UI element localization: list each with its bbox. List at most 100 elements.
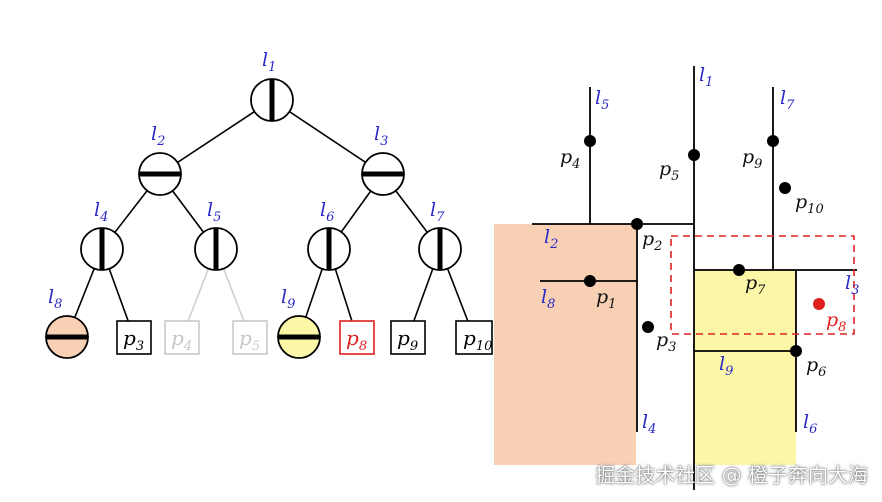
leaf-box	[455, 320, 493, 355]
point-dot	[688, 149, 700, 161]
tree-node-label-l1-letter: l	[262, 49, 268, 71]
plane-point-label-p6-subscript: 6	[818, 365, 826, 380]
plane-point-label-p2-subscript: 2	[653, 239, 662, 254]
leaf-subscript: 5	[252, 339, 260, 354]
tree-node-label-l7-letter: l	[430, 199, 436, 221]
tree-node-label-l8-letter: l	[48, 286, 54, 308]
tree-node-label-l3-letter: l	[374, 123, 380, 145]
plane-point-p6: p6	[790, 345, 826, 380]
plane-line-label-l7: l7	[780, 87, 795, 113]
leaf-label-p10: p10	[463, 326, 492, 354]
point-dot	[813, 298, 825, 310]
tree-node-label-l9-subscript: 9	[287, 297, 295, 312]
tree-node-label-l8: l8	[48, 286, 62, 312]
tree-node-label-l4: l4	[94, 199, 108, 225]
tree-node-label-l8-subscript: 8	[54, 297, 62, 312]
point-dot	[631, 218, 643, 230]
plane-line-label-l4-subscript: 4	[647, 422, 656, 437]
tree-leaf-p8: p8	[339, 320, 375, 355]
point-dot	[733, 264, 745, 276]
point-dot	[767, 135, 779, 147]
leaf-box	[164, 320, 200, 355]
tree-node-label-l3-subscript: 3	[380, 134, 388, 149]
plane-line-label-l2-letter: l	[544, 226, 550, 248]
plane-line-label-l7-subscript: 7	[786, 98, 795, 113]
plane-point-label-p10-subscript: 10	[807, 202, 824, 217]
leaf-letter: p	[463, 326, 476, 350]
edge-l1-l3	[271, 99, 384, 175]
leaf-subscript: 4	[183, 339, 192, 354]
plane-point-p4: p4	[560, 135, 596, 172]
tree-node-label-l3: l3	[374, 123, 388, 149]
plane-point-label-p7: p7	[745, 272, 766, 298]
leaf-label-p9: p9	[397, 326, 418, 354]
plane-line-label-l3-letter: l	[845, 272, 851, 294]
tree-node-label-l7-subscript: 7	[436, 210, 445, 225]
point-dot	[642, 321, 654, 333]
plane-line-label-l9-subscript: 9	[725, 364, 733, 379]
tree-node-label-l2-letter: l	[151, 123, 157, 145]
plane-point-label-p10-letter: p	[795, 191, 807, 213]
leaf-letter: p	[171, 326, 184, 350]
tree-edges	[66, 99, 475, 338]
tree-node-label-l6-subscript: 6	[326, 210, 334, 225]
plane-point-label-p9-letter: p	[742, 146, 754, 168]
leaf-box	[232, 320, 268, 355]
edge-l1-l2	[159, 99, 273, 175]
plane-line-label-l3: l3	[845, 272, 859, 298]
leaf-letter: p	[397, 326, 410, 350]
plane-point-label-p4-subscript: 4	[571, 157, 580, 172]
plane-point-label-p3-letter: p	[656, 329, 668, 351]
plane-line-label-l3-subscript: 3	[851, 283, 859, 298]
leaf-letter: p	[239, 326, 252, 350]
tree-node-label-l5-subscript: 5	[213, 210, 221, 225]
tree-node-label-l1-subscript: 1	[268, 60, 276, 75]
point-dot	[790, 345, 802, 357]
query-range-box	[670, 235, 855, 335]
point-dot	[584, 275, 596, 287]
tree-node-l9: l9	[277, 286, 321, 359]
plane-line-label-l8-letter: l	[541, 286, 547, 308]
plane-line-label-l5-subscript: 5	[601, 98, 609, 113]
plane-line-label-l7-letter: l	[780, 87, 786, 109]
leaf-label-p8: p8	[346, 326, 367, 354]
plane-line-label-l4-letter: l	[642, 411, 648, 433]
leaf-label-p3: p3	[123, 326, 144, 354]
plane-point-label-p10: p10	[795, 191, 824, 217]
leaf-label-p5: p5	[239, 326, 260, 354]
leaf-subscript: 10	[476, 339, 493, 354]
plane-point-label-p8-subscript: 8	[838, 320, 846, 335]
plane-line-label-l5: l5	[595, 87, 609, 113]
leaf-letter: p	[346, 326, 359, 350]
plane-point-label-p3: p3	[656, 329, 676, 355]
point-dot	[584, 135, 596, 147]
plane-point-p8: p8	[813, 298, 846, 335]
tree-leaf-p3: p3	[116, 320, 152, 355]
plane-line-label-l1-letter: l	[699, 64, 705, 86]
plane-line-label-l1-subscript: 1	[705, 75, 713, 90]
plane-point-label-p8: p8	[826, 309, 846, 335]
tree-node-label-l1: l1	[262, 49, 276, 75]
leaf-subscript: 9	[410, 339, 418, 354]
leaf-box	[339, 320, 375, 355]
plane-line-label-l9-letter: l	[719, 353, 725, 375]
plane-line-label-l2-subscript: 2	[549, 237, 558, 252]
plane-line-label-l4: l4	[642, 411, 656, 437]
plane-point-label-p1: p1	[596, 286, 616, 312]
plane-point-p7: p7	[733, 264, 766, 298]
plane-point-p9: p9	[742, 135, 779, 172]
plane-point-label-p5-subscript: 5	[671, 169, 679, 184]
plane-line-label-l5-letter: l	[595, 87, 601, 109]
plane-line-label-l1: l1	[699, 64, 713, 90]
plane-point-p10: p10	[779, 182, 824, 217]
plane-point-label-p6-letter: p	[806, 354, 818, 376]
tree-node-label-l9-letter: l	[281, 286, 287, 308]
plane-point-p3: p3	[642, 321, 676, 355]
tree-node-l3: l3	[361, 123, 405, 196]
tree-node-label-l4-letter: l	[94, 199, 100, 221]
tree-node-label-l4-subscript: 4	[99, 210, 108, 225]
tree-node-label-l6-letter: l	[320, 199, 326, 221]
